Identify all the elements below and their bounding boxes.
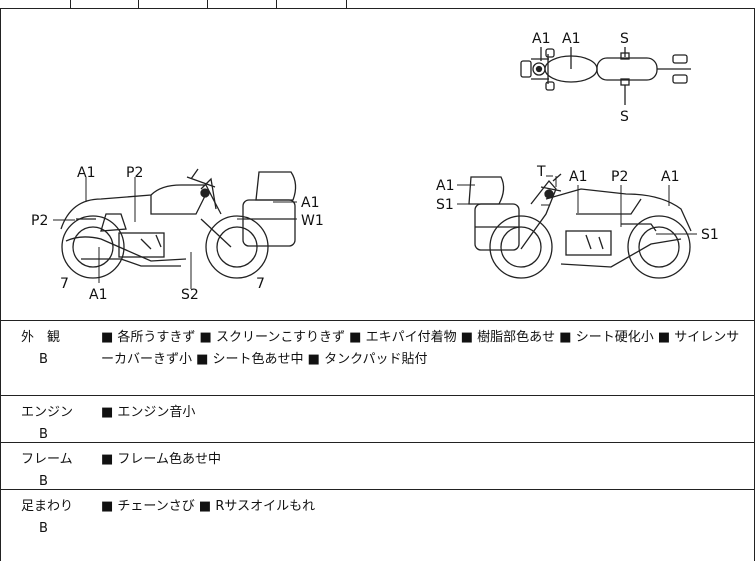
label-left-w1: W1 bbox=[301, 213, 324, 229]
label-left-a1: A1 bbox=[77, 165, 95, 181]
label-left-a1-right: A1 bbox=[301, 195, 319, 211]
label-left-7: 7 bbox=[60, 276, 69, 292]
row-description: ■ チェーンさび ■ Rサスオイルもれ bbox=[101, 499, 316, 514]
row-grade: B bbox=[39, 521, 48, 536]
label-left-s2: S2 bbox=[181, 287, 199, 303]
row-category: 外 観 bbox=[21, 330, 61, 345]
row-category: 足まわり bbox=[21, 499, 74, 514]
row-description: ■ フレーム色あせ中 bbox=[101, 452, 222, 467]
label-right-t: T bbox=[536, 164, 546, 180]
damage-diagram: A1 A1 S S bbox=[0, 9, 755, 321]
label-top-a1-left: A1 bbox=[532, 31, 550, 47]
label-right-a1-far: A1 bbox=[661, 169, 679, 185]
label-left-a1-bottom: A1 bbox=[89, 287, 107, 303]
label-left-p2-top: P2 bbox=[126, 165, 143, 181]
row-frame: フレーム B ■ フレーム色あせ中 bbox=[0, 443, 755, 490]
label-right-a1-left: A1 bbox=[436, 178, 454, 194]
row-grade: B bbox=[39, 352, 48, 367]
row-category: フレーム bbox=[21, 452, 73, 467]
label-left-p2: P2 bbox=[31, 213, 48, 229]
motorcycle-left-view bbox=[60, 168, 297, 279]
label-left-7-right: 7 bbox=[256, 276, 265, 292]
row-description: ■ 各所うすきず ■ スクリーンこすりきず ■ エキパイ付着物 ■ 樹脂部色あせ… bbox=[101, 330, 740, 367]
label-right-s1-right: S1 bbox=[701, 227, 719, 243]
row-grade: B bbox=[39, 474, 48, 489]
label-right-s1-left: S1 bbox=[436, 197, 454, 213]
motorcycle-top-view bbox=[520, 47, 691, 105]
row-exterior: 外 観 B ■ 各所うすきず ■ スクリーンこすりきず ■ エキパイ付着物 ■ … bbox=[0, 321, 755, 396]
label-top-a1-right: A1 bbox=[562, 31, 580, 47]
row-suspension: 足まわり B ■ チェーンさび ■ Rサスオイルもれ bbox=[0, 490, 755, 561]
label-right-p2: P2 bbox=[611, 169, 628, 185]
header-table-strip bbox=[0, 0, 755, 9]
row-engine: エンジン B ■ エンジン音小 bbox=[0, 396, 755, 443]
label-top-s-bottom: S bbox=[620, 109, 629, 125]
label-top-s-top: S bbox=[620, 31, 629, 47]
row-description: ■ エンジン音小 bbox=[101, 405, 196, 420]
motorcycle-right-view bbox=[468, 173, 692, 279]
row-grade: B bbox=[39, 427, 48, 442]
motorcycle-diagram: A1 A1 S S bbox=[31, 31, 719, 303]
label-right-a1-top: A1 bbox=[569, 169, 587, 185]
row-category: エンジン bbox=[21, 405, 74, 420]
